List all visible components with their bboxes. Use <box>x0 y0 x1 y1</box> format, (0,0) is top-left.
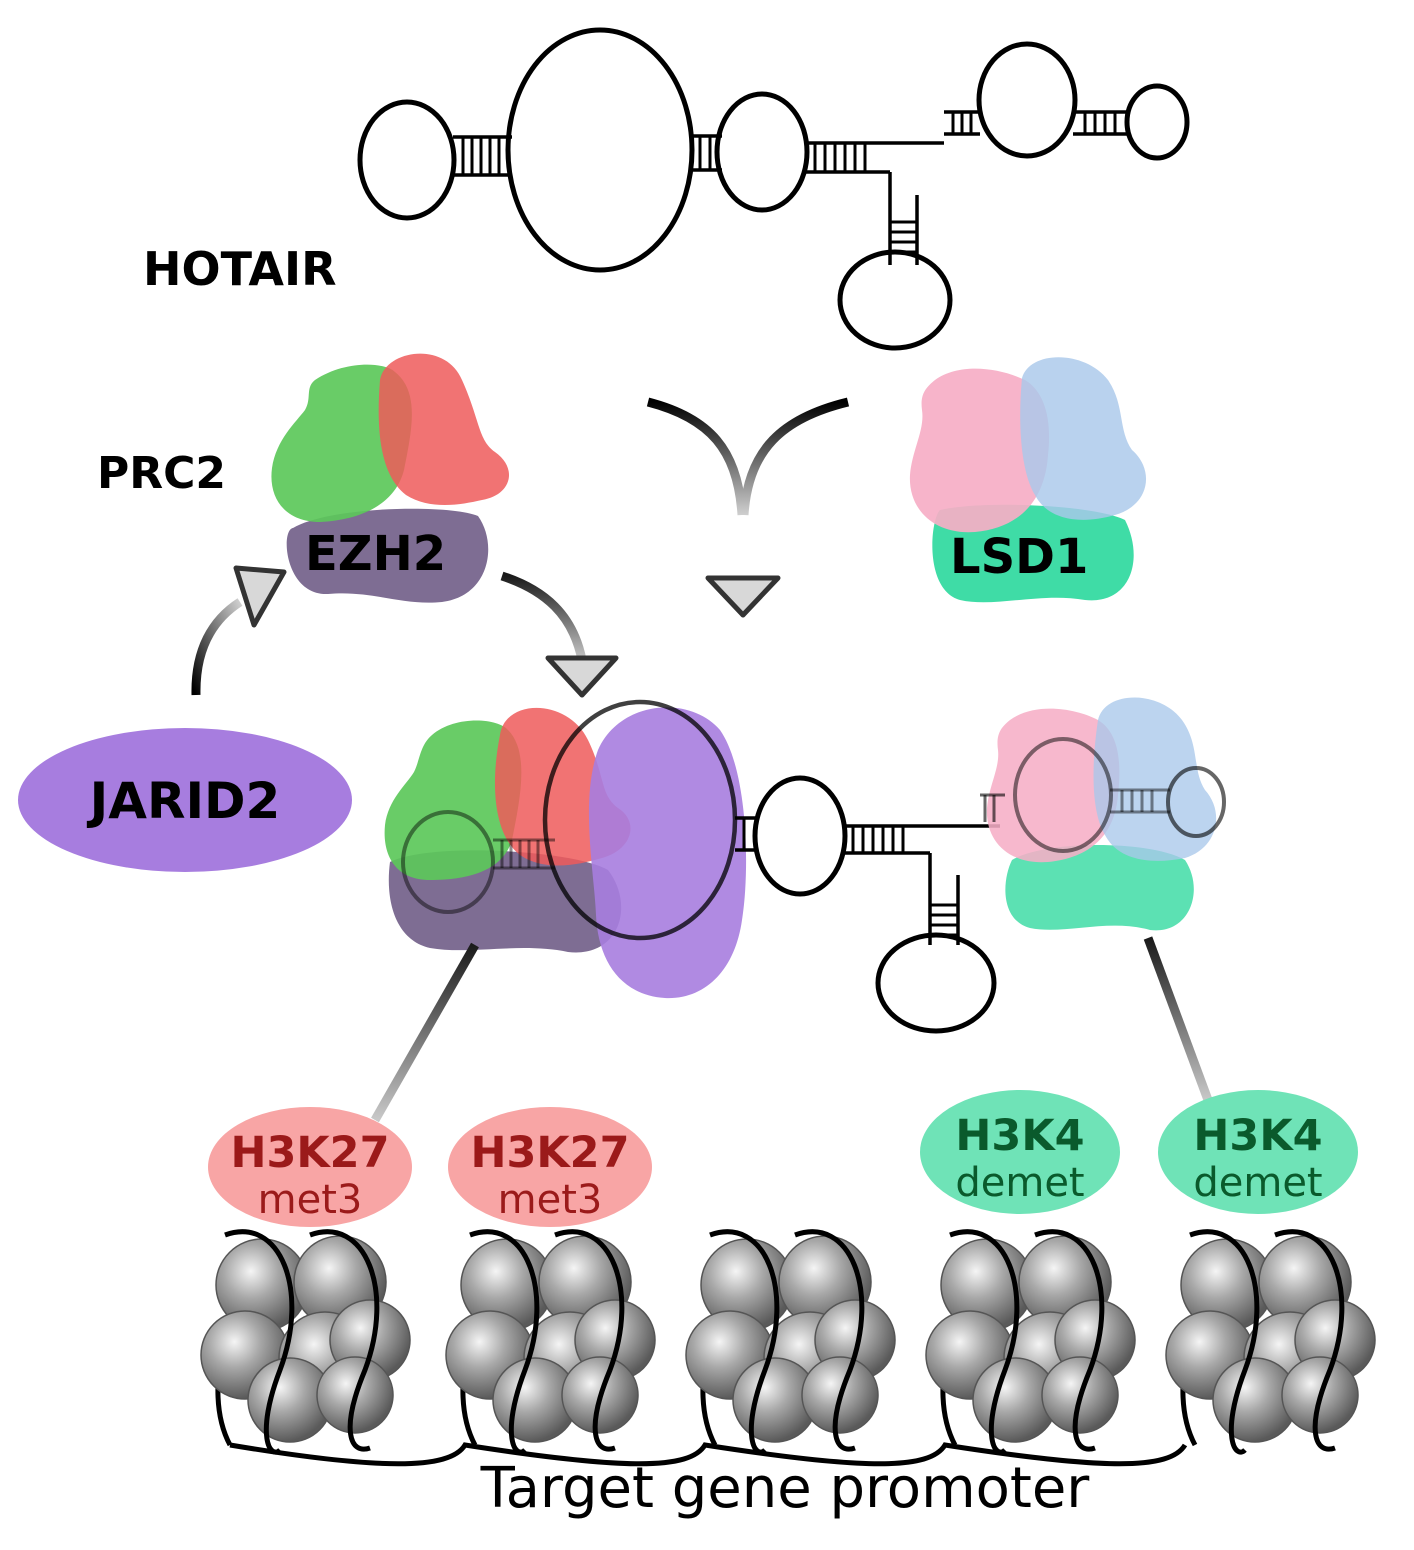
mark-bottom-label: demet <box>955 1160 1084 1206</box>
nucleosome <box>925 1229 1136 1455</box>
mark-bottom-label: met3 <box>498 1177 603 1223</box>
lsd1-complex <box>909 357 1147 603</box>
linker-dna <box>229 1442 1188 1467</box>
mark-h3k27-1: H3K27 met3 <box>208 1107 412 1227</box>
mark-h3k4-2: H3K4 demet <box>1158 1090 1358 1214</box>
mark-top-label: H3K4 <box>955 1111 1084 1161</box>
bound-hotair-left <box>401 699 758 941</box>
hotair-label: HOTAIR <box>143 242 337 296</box>
nucleosome-array <box>200 1229 1376 1467</box>
nucleosome <box>200 1229 411 1455</box>
nucleosome <box>1165 1229 1376 1455</box>
mark-top-label: H3K27 <box>470 1128 629 1178</box>
bound-hotair-right <box>752 775 1000 1034</box>
dna-wrap <box>1189 1229 1260 1455</box>
mark-bottom-label: demet <box>1193 1160 1322 1206</box>
nucleosome <box>445 1229 656 1455</box>
dna-wrap <box>309 1229 380 1452</box>
jarid2-to-ezh2-arrow <box>191 565 287 696</box>
mark-top-label: H3K4 <box>1193 1111 1322 1161</box>
bound-prc2-complex <box>384 707 747 999</box>
mark-h3k4-1: H3K4 demet <box>920 1090 1120 1214</box>
dna-wrap <box>469 1229 540 1455</box>
nucleosome <box>685 1229 896 1455</box>
hotair-rna-structure <box>357 27 1190 351</box>
dna-wrap <box>949 1229 1020 1455</box>
prc2-label: PRC2 <box>97 448 226 499</box>
mark-connectors <box>371 925 1213 1123</box>
bound-lsd1-complex <box>986 697 1217 931</box>
bound-hotair-lsd1-region <box>980 737 1226 853</box>
merge-arrow <box>646 368 850 618</box>
ezh2-to-complex-arrow <box>500 571 619 698</box>
mark-h3k27-2: H3K27 met3 <box>448 1107 652 1227</box>
prc2-complex <box>271 353 510 603</box>
lsd1-label: LSD1 <box>950 529 1088 585</box>
dna-wrap <box>794 1229 865 1452</box>
mark-bottom-label: met3 <box>258 1177 363 1223</box>
dna-wrap <box>554 1229 625 1452</box>
dna-wrap <box>709 1229 780 1455</box>
promoter-label: Target gene promoter <box>480 1456 1091 1521</box>
mark-top-label: H3K27 <box>230 1128 389 1178</box>
dna-wrap <box>1034 1229 1105 1452</box>
ezh2-label: EZH2 <box>305 526 446 582</box>
jarid2-label: JARID2 <box>87 772 281 830</box>
dna-wrap <box>224 1229 295 1455</box>
jarid2-node <box>18 728 352 872</box>
dna-wrap <box>1274 1229 1345 1452</box>
